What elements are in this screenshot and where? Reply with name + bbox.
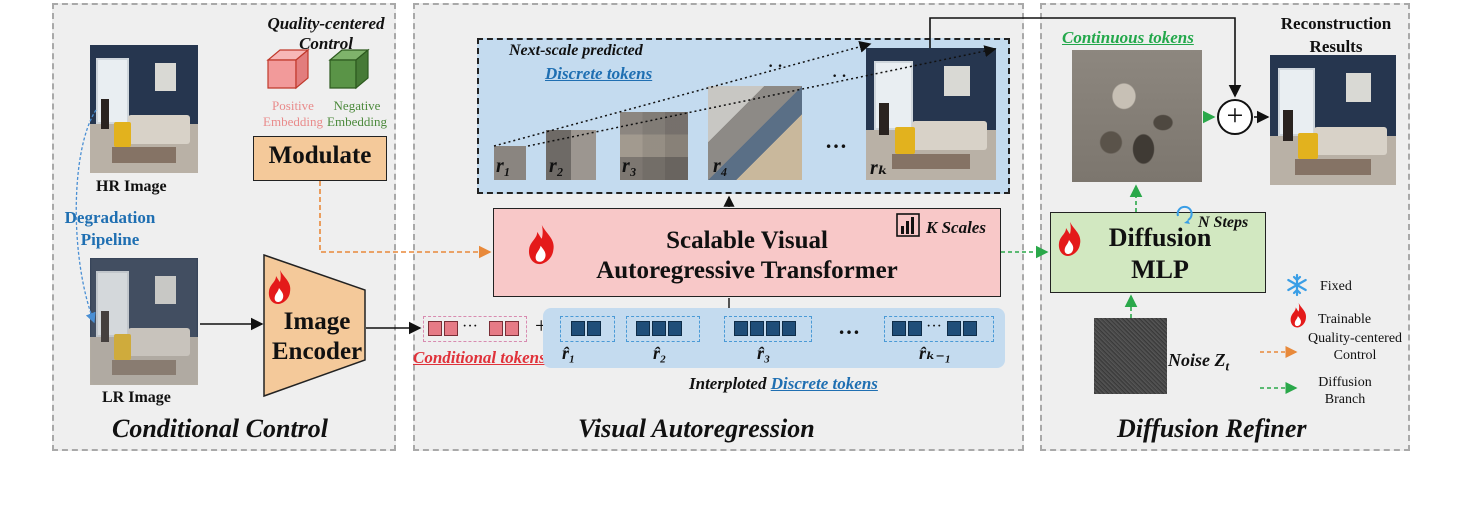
modulate-label: Modulate [268, 142, 372, 169]
quality-control-title: Quality-centered Control [267, 14, 385, 53]
conditional-token [444, 321, 458, 336]
scale-label-rk: rₖ [870, 157, 889, 179]
conditional-control-title: Conditional Control [112, 414, 329, 443]
scale-label-r2: r₂ [549, 155, 564, 177]
image-encoder-label: Image Encoder [271, 308, 363, 365]
interp-token-group-3 [724, 316, 812, 342]
legend-fixed-label: Fixed [1320, 279, 1352, 294]
dotted-dots-upper: · · [768, 58, 783, 75]
interp-token [750, 321, 764, 336]
interp-token [668, 321, 682, 336]
interp-token [963, 321, 977, 336]
noise-label: Noise Zt [1168, 350, 1230, 374]
interp-label-k: r̂ₖ₋₁ [919, 343, 952, 363]
interpolated-tokens-area [543, 308, 1005, 368]
interp-token [947, 321, 961, 336]
transformer-label: Scalable Visual Autoregressive Transform… [596, 227, 898, 284]
reconstruction-image [1270, 55, 1396, 185]
interp-label-2: r̂₂ [653, 343, 667, 363]
k-scales-label: K Scales [926, 218, 986, 237]
lr-image [90, 258, 198, 385]
interploted-discrete-tokens-label: Interploted Discrete tokens [689, 374, 878, 393]
interp-token-group-1 [560, 316, 615, 342]
scale-label-r1: r₁ [496, 155, 511, 177]
interp-token [571, 321, 585, 336]
hr-image [90, 45, 198, 173]
conditional-tokens-label: Conditional tokens [413, 348, 546, 367]
diffusion-mlp-box [1050, 212, 1266, 293]
lr-image-label: LR Image [102, 389, 171, 406]
diffusion-mlp-label: Diffusion MLP [1108, 223, 1212, 284]
oplus-circle [1217, 99, 1253, 135]
discrete-tokens-label: Discrete tokens [545, 64, 653, 83]
scale-image-r1 [494, 146, 526, 180]
interp-token [782, 321, 796, 336]
interp-token [908, 321, 922, 336]
diffusion-refiner-title: Diffusion Refiner [1117, 414, 1307, 443]
reconstruction-results-label: Reconstruction Results [1280, 14, 1392, 56]
interp-token-dots: ··· [926, 318, 942, 335]
dotted-dots-lower: · · [832, 68, 847, 85]
degradation-pipeline-label: Degradation Pipeline [64, 208, 156, 249]
noise-image [1094, 318, 1167, 394]
interp-token [892, 321, 906, 336]
legend-quality-label: Quality-centered Control [1307, 331, 1403, 363]
n-steps-label: N Steps [1198, 214, 1249, 231]
interp-ellipsis: … [838, 314, 860, 339]
conditional-token-group [423, 316, 527, 342]
interp-token [636, 321, 650, 336]
positive-embedding-label: Positive Embedding [263, 98, 323, 129]
interp-token [766, 321, 780, 336]
interp-token [587, 321, 601, 336]
continuous-tokens-image [1072, 50, 1202, 182]
conditional-token [505, 321, 519, 336]
interp-label-1: r̂₁ [562, 343, 576, 363]
hr-image-label: HR Image [96, 178, 167, 195]
scale-ellipsis: … [825, 128, 847, 153]
negative-embedding-label: Negative Embedding [327, 98, 387, 129]
next-scale-label: Next-scale predicted [509, 42, 643, 59]
interp-token [652, 321, 666, 336]
interp-label-3: r̂₃ [757, 343, 771, 363]
scale-label-r3: r₃ [622, 155, 637, 177]
interp-token-group-k [884, 316, 994, 342]
scale-label-r4: r₄ [713, 155, 728, 177]
visual-autoregression-title: Visual Autoregression [578, 414, 815, 443]
legend-diffusion-label: Diffusion Branch [1318, 375, 1372, 407]
oplus-sign: + [1226, 99, 1244, 132]
interp-token-group-2 [626, 316, 700, 342]
conditional-token [428, 321, 442, 336]
conditional-token [489, 321, 503, 336]
modulate-box [253, 136, 387, 181]
legend-trainable-label: Trainable [1318, 312, 1372, 327]
conditional-token-dots: ··· [462, 318, 478, 335]
interp-token [734, 321, 748, 336]
continuous-tokens-label: Continuous tokens [1062, 28, 1194, 47]
